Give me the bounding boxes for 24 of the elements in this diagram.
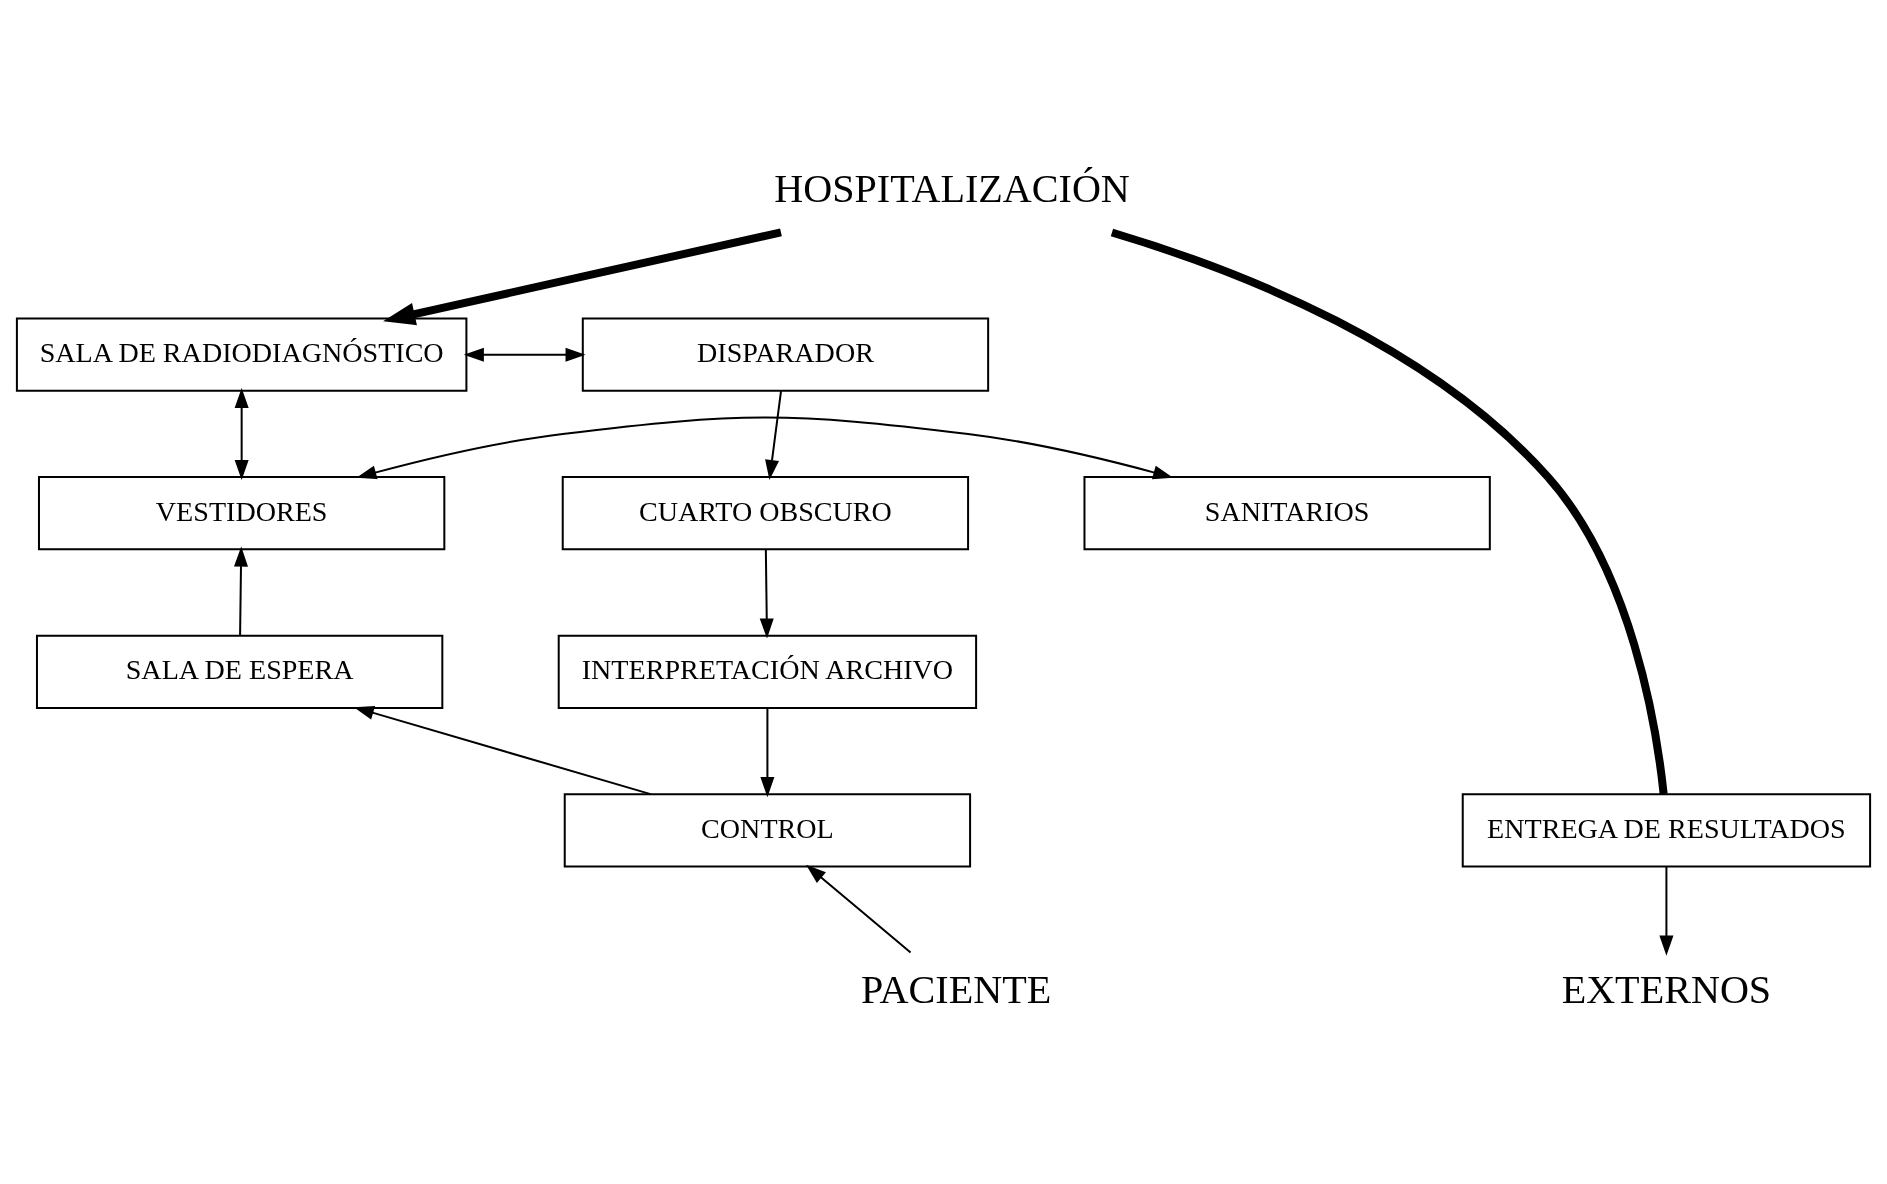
node-text: PACIENTE <box>860 966 1052 1012</box>
arrow <box>356 416 1174 479</box>
node-box: SALA DE ESPERA <box>35 634 444 709</box>
node-box: ENTREGA DE RESULTADOS <box>1461 792 1872 867</box>
node-box: CUARTO OBSCURO <box>561 475 970 550</box>
connector <box>1110 228 1668 794</box>
node-box: DISPARADOR <box>581 317 990 392</box>
node-text: HOSPITALIZACIÓN <box>774 165 1130 211</box>
arrow <box>806 864 912 953</box>
node-box: SANITARIOS <box>1083 475 1491 550</box>
arrow <box>234 387 249 480</box>
arrow <box>383 227 782 325</box>
arrow <box>759 549 774 639</box>
arrow <box>1659 866 1674 956</box>
arrow <box>760 707 775 797</box>
arrow <box>463 347 586 362</box>
arrow <box>765 390 782 480</box>
node-box: SALA DE RADIODIAGNÓSTICO <box>15 317 468 392</box>
node-text: EXTERNOS <box>1561 966 1772 1012</box>
arrow <box>233 546 248 636</box>
arrow <box>353 705 651 795</box>
node-box: INTERPRETACIÓN ARCHIVO <box>557 634 978 709</box>
node-box: VESTIDORES <box>37 475 446 550</box>
node-box: CONTROL <box>563 792 972 867</box>
